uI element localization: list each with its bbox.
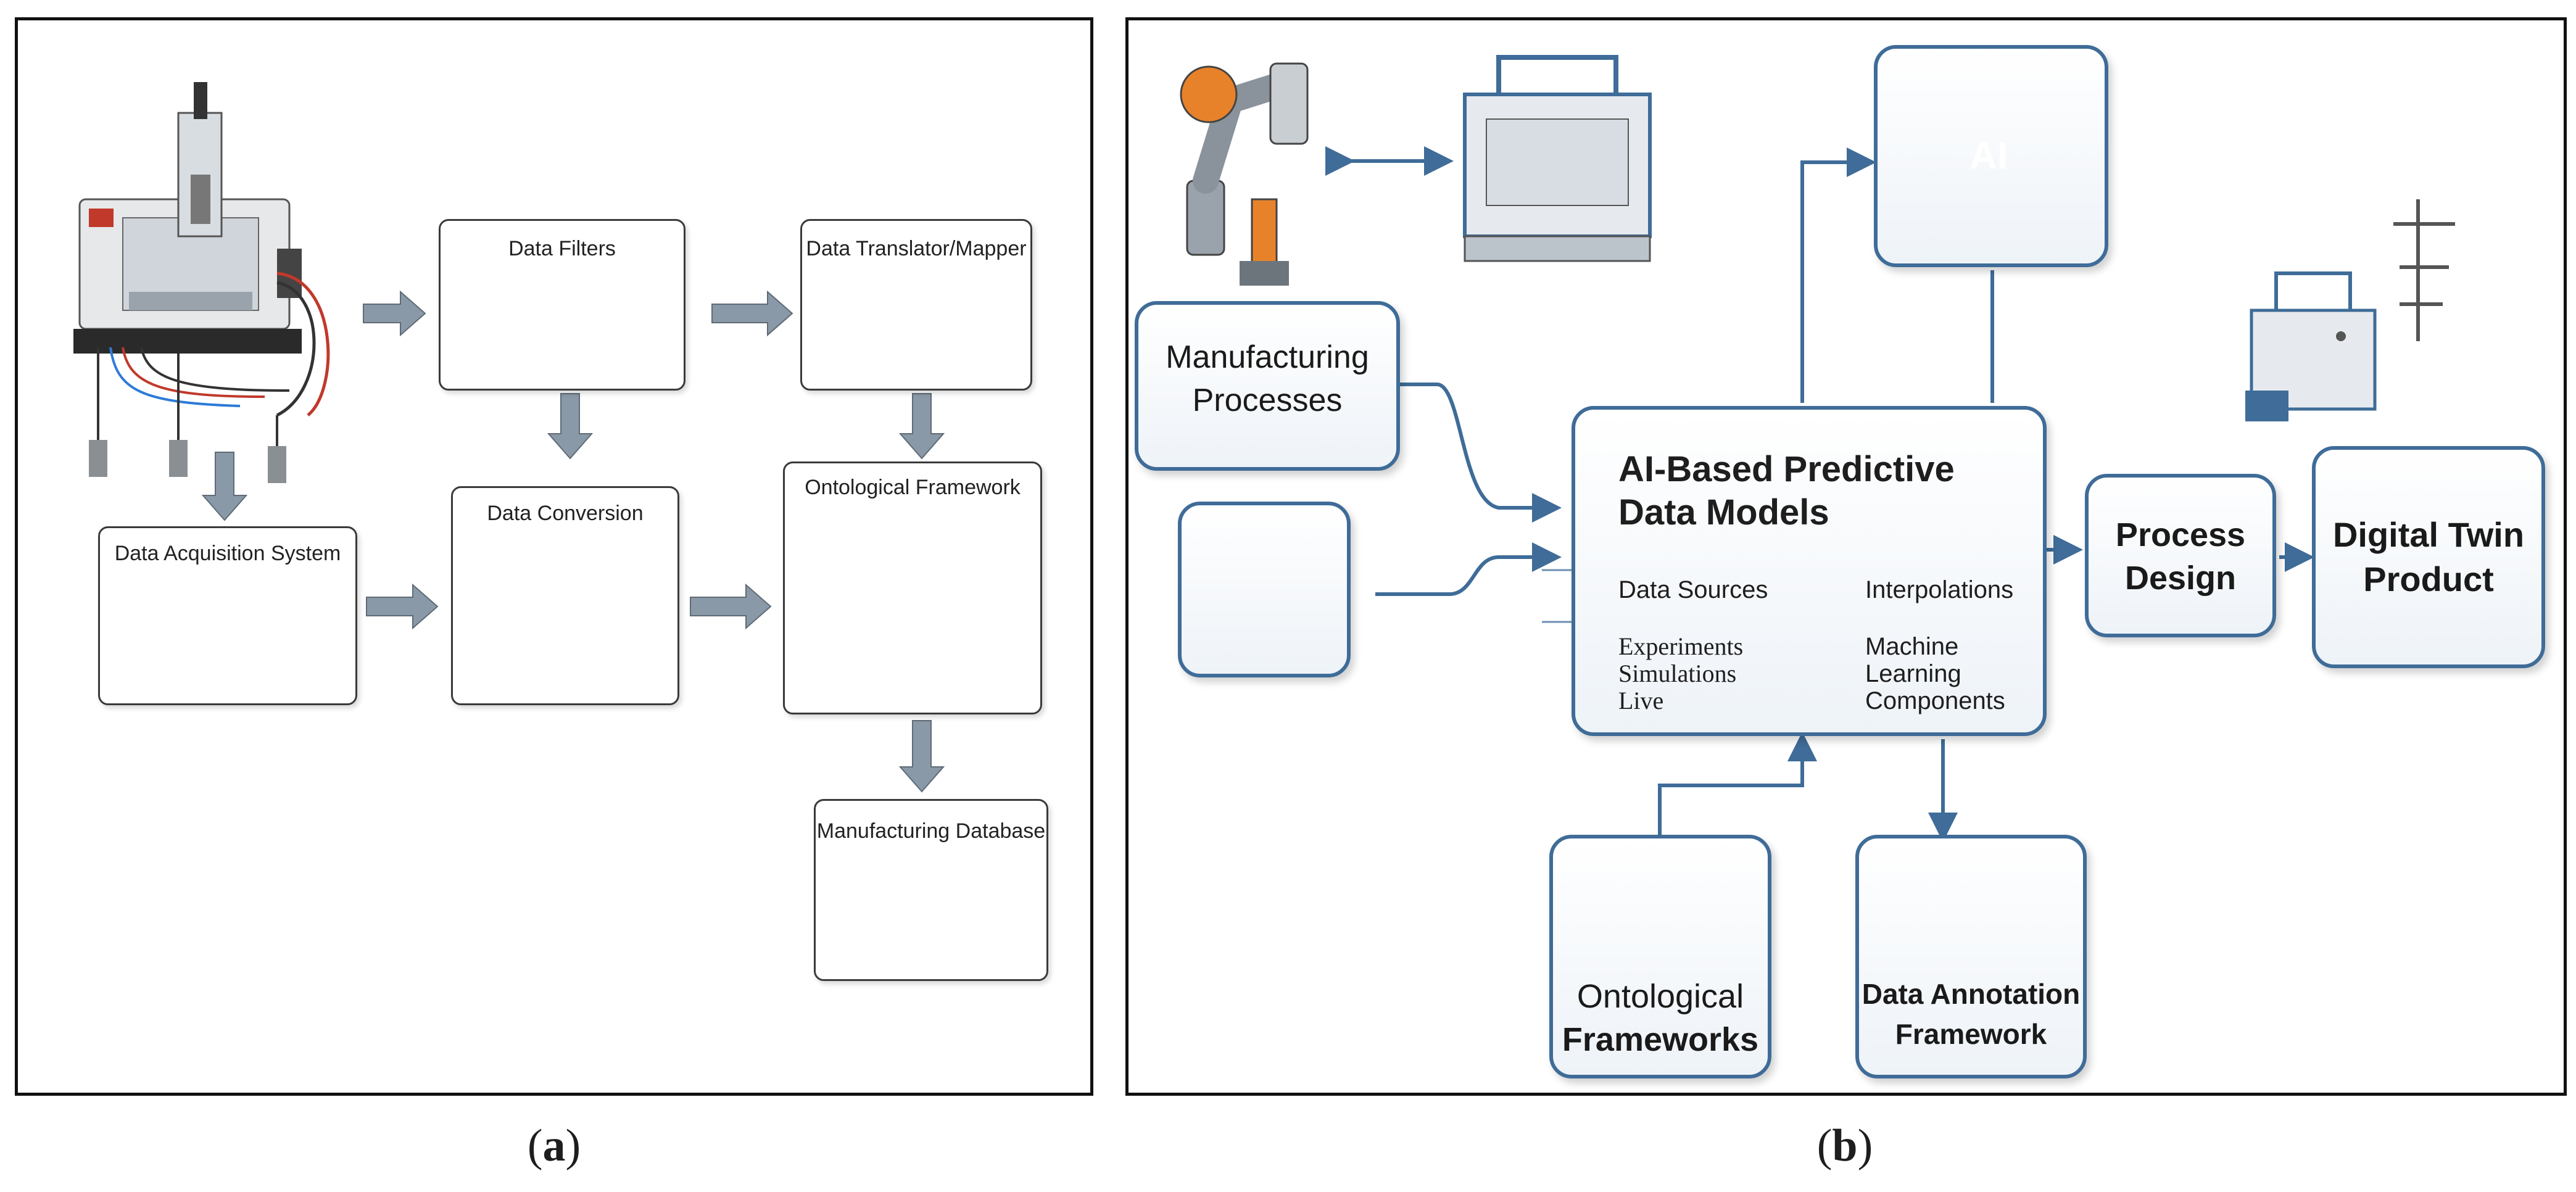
caption-b-letter: b [1832,1120,1858,1171]
data-acquisition-label: Data Acquisition System [114,542,341,565]
interpolations-item-2: Learning [1865,660,1961,687]
arrow-conversion-to-ontology [690,583,772,630]
arrow-translator-to-ontology [898,393,945,460]
cnc-machine-illustration [73,82,330,483]
digital-twin-product-box: Digital Twin Product [2312,446,2545,668]
interpolations-item-1: Machine [1865,633,1959,660]
data-acquisition-box: Data Acquisition System [98,526,357,705]
interpolations-item-3: Components [1865,687,2005,714]
digital-twin-label-line1: Digital Twin [2332,515,2525,554]
arrow-machine-to-filters [363,290,426,337]
digital-twin-machine-illustration [2245,199,2455,421]
data-sources-item-2: Simulations [1618,660,1737,687]
arrow-manufacturing-to-main [1397,383,1562,523]
data-sources-item-3: Live [1618,687,1664,714]
ontological-frameworks-label-line1: Ontological [1576,978,1744,1015]
data-annotation-label-line1: Data Annotation [1862,978,2081,1010]
process-design-label-line1: Process [2115,516,2246,553]
digital-twin-label-line2: Product [2363,560,2494,598]
caption-b: (b) [1816,1120,1873,1171]
arrow-cables-to-acquisition [201,452,248,521]
arrow-ontology-to-database [898,720,945,793]
ai-box: AI [1874,45,2108,267]
ai-predictive-models-box: AI-Based Predictive Data Models Data Sou… [1572,406,2047,736]
manufacturing-processes-label-line1: Manufacturing [1166,339,1369,375]
data-translator-box: Data Translator/Mapper [800,219,1032,391]
ontological-frameworks-box: Ontological Frameworks [1549,835,1771,1078]
main-title-line2: Data Models [1618,492,1829,532]
arrow-main-to-ai [1800,147,1876,403]
manufacturing-database-label: Manufacturing Database [816,819,1046,843]
ontological-frameworks-label-line2: Frameworks [1562,1021,1759,1058]
data-filters-label: Data Filters [508,237,616,260]
data-conversion-box: Data Conversion [451,486,679,705]
data-annotation-label-line2: Framework [1895,1018,2047,1050]
data-conversion-label: Data Conversion [487,502,644,525]
arrow-filters-to-translator [711,290,793,337]
data-sources-item-1: Experiments [1618,632,1744,660]
ontological-framework-label: Ontological Framework [805,476,1021,499]
ai-chip-label: AI [1969,135,2008,177]
arrow-filters-to-conversion [547,393,594,460]
arrow-acquisition-to-conversion [366,583,439,630]
arrow-up-to-main [1658,732,1817,835]
data-annotation-framework-box: Data Annotation Framework [1855,835,2087,1078]
main-title-line1: AI-Based Predictive [1618,449,1955,489]
ontological-framework-box: Ontological Framework [783,461,1042,714]
caption-a: (a) [527,1120,581,1171]
interpolations-header: Interpolations [1865,576,2014,603]
data-filters-box: Data Filters [439,219,685,391]
panel-b-connectors [1325,146,2335,842]
data-sources-header: Data Sources [1618,576,1768,603]
robot-arm-illustration [1180,62,1309,286]
manufacturing-processes-box: Manufacturing Processes [1135,301,1400,471]
data-translator-label: Data Translator/Mapper [806,237,1027,260]
process-design-label-line2: Design [2124,560,2237,597]
manufacturing-processes-label-line2: Processes [1192,383,1343,418]
machine-cell-illustration [1463,55,1652,262]
panel-a: Data Filters Data Translator/Mapper Data… [15,17,1093,1096]
manufacturing-database-box: Manufacturing Database [814,799,1048,981]
flow-arrows [201,290,945,793]
panel-b: AI Manufacturing Processes AI-Based Pred… [1125,17,2567,1096]
caption-a-letter: a [542,1120,566,1171]
arrow-icon-to-main [1375,542,1562,596]
brain-monitor-box [1178,502,1351,677]
process-design-box: Process Design [2085,474,2276,637]
